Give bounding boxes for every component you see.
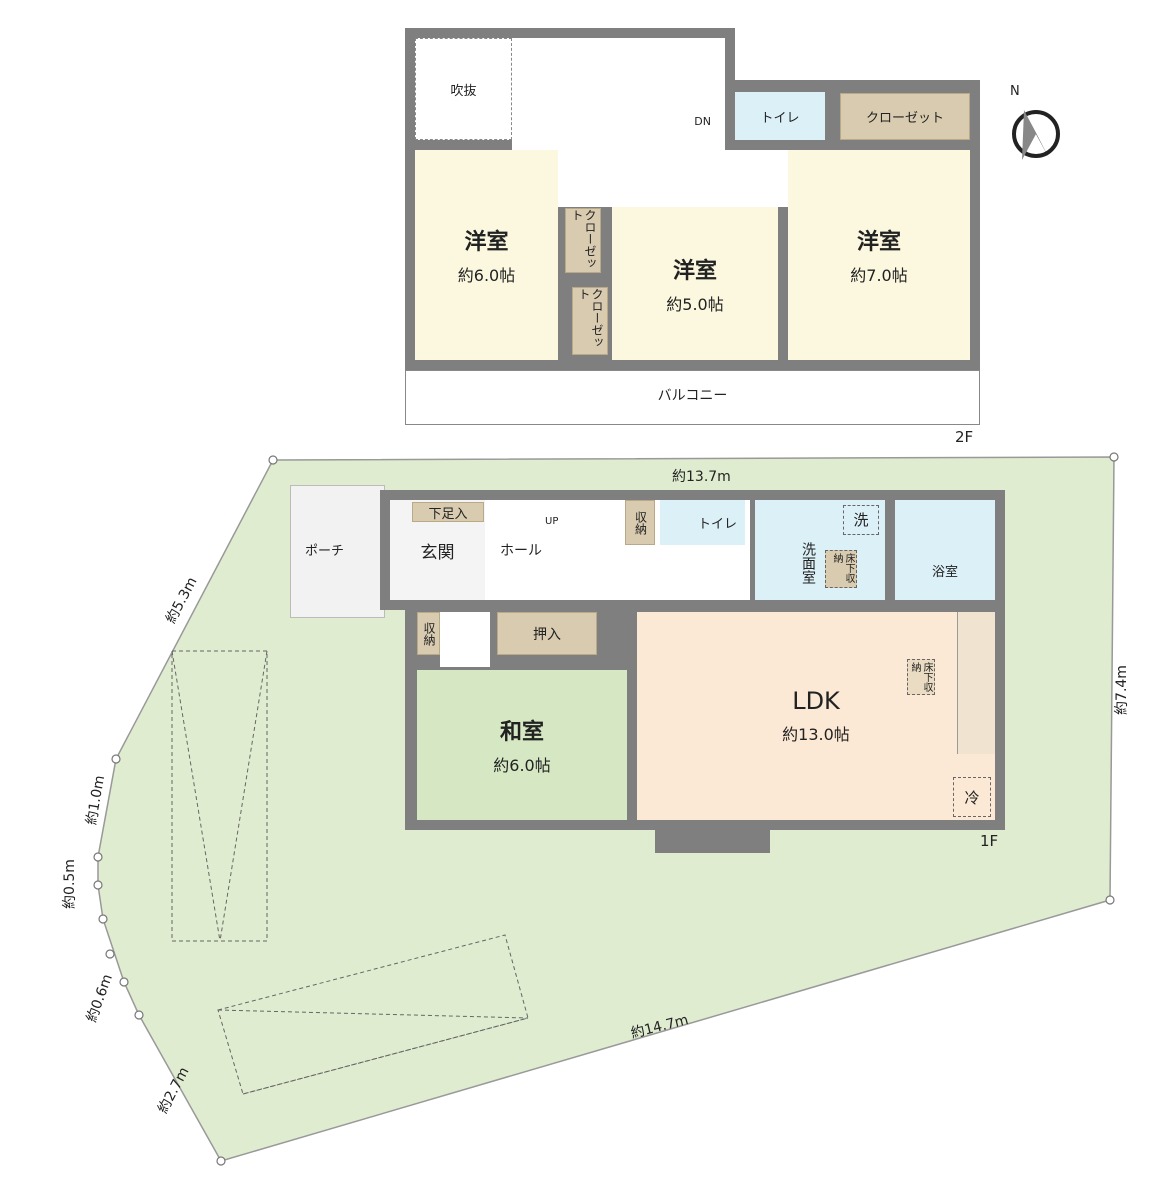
room-size: 約6.0帖 (493, 756, 551, 775)
room-size: 約6.0帖 (457, 266, 516, 285)
1f-bath: 浴室 (895, 500, 995, 600)
storage-label: 収納 (422, 621, 436, 646)
2f-balcony: バルコニー (405, 370, 980, 425)
2f-room-west: 洋室 約6.0帖 (415, 150, 558, 360)
room-name: 洋室 (464, 230, 509, 255)
room-name: 洋室 (856, 230, 901, 255)
underfloor-storage: 床下収納 (907, 659, 935, 695)
room-name: 洋室 (672, 258, 717, 284)
shoe-storage-label: 下足入 (428, 506, 468, 522)
2f-closet-small-1: クローゼット (565, 208, 601, 273)
compass-north-icon (1012, 110, 1060, 160)
closet-label: クローゼット (570, 209, 597, 269)
1f-shoe-storage: 下足入 (412, 502, 484, 522)
2f-room-east: 洋室 約7.0帖 (788, 150, 970, 360)
dim-north: 約13.7m (672, 469, 731, 485)
kitchen-counter (957, 612, 995, 754)
room-name: LDK (792, 687, 840, 715)
dim-east: 約7.4m (1113, 665, 1130, 715)
1f-storage-left: 収納 (417, 612, 440, 655)
1f-washroom: 洗面室 洗 床下収納 (755, 500, 885, 600)
1f-porch: ポーチ (290, 485, 385, 618)
closet-label: クローゼット (865, 111, 944, 126)
1f-ldk: LDK 約13.0帖 床下収納 冷 (637, 612, 995, 820)
room-name: 和室 (499, 720, 544, 745)
washer-space: 洗 (843, 505, 879, 535)
floor-label-2f: 2F (955, 428, 974, 446)
entrance-label: 玄関 (420, 542, 455, 563)
underfloor-storage: 床下収納 (825, 550, 857, 588)
2f-room-center: 洋室 約5.0帖 (612, 207, 778, 360)
oshiire-label: 押入 (533, 626, 561, 643)
1f-hall-storage: 収納 (625, 500, 655, 545)
toilet-label: トイレ (697, 517, 737, 532)
1f-washitsu: 和室 約6.0帖 (417, 670, 627, 820)
bath-label: 浴室 (931, 564, 958, 580)
compass-label: N (1010, 84, 1020, 99)
fridge-space: 冷 (953, 777, 991, 817)
toilet-label: トイレ (760, 110, 800, 126)
2f-atrium: 吹抜 (415, 38, 512, 140)
1f-bay (655, 820, 770, 853)
storage-label: 収納 (633, 510, 648, 535)
porch-label: ポーチ (305, 544, 345, 559)
floor-label-1f: 1F (980, 832, 999, 850)
stair-up-label: UP (545, 516, 559, 527)
1f-toilet: トイレ (660, 500, 745, 545)
2f-corridor (558, 150, 788, 207)
dim-west-2: 約0.5m (61, 859, 78, 909)
1f-passage (440, 612, 490, 667)
room-size: 約13.0帖 (782, 725, 850, 744)
hall-label: ホール (500, 543, 542, 559)
lot-corner-markers (93, 452, 1119, 1166)
atrium-label: 吹抜 (450, 83, 477, 99)
washroom-label: 洗面室 (800, 542, 816, 584)
1f-oshiire: 押入 (497, 612, 597, 655)
2f-closet-small-2: クローゼット (572, 287, 608, 355)
2f-toilet: トイレ (735, 92, 825, 140)
room-size: 約5.0帖 (666, 294, 724, 314)
2f-stairs: DN (512, 38, 725, 150)
balcony-label: バルコニー (657, 388, 728, 404)
parking-spaces (171, 650, 529, 1095)
closet-label: クローゼット (577, 288, 604, 348)
room-size: 約7.0帖 (850, 266, 908, 285)
2f-closet: クローゼット (840, 93, 970, 140)
stair-dn-label: DN (694, 115, 711, 128)
